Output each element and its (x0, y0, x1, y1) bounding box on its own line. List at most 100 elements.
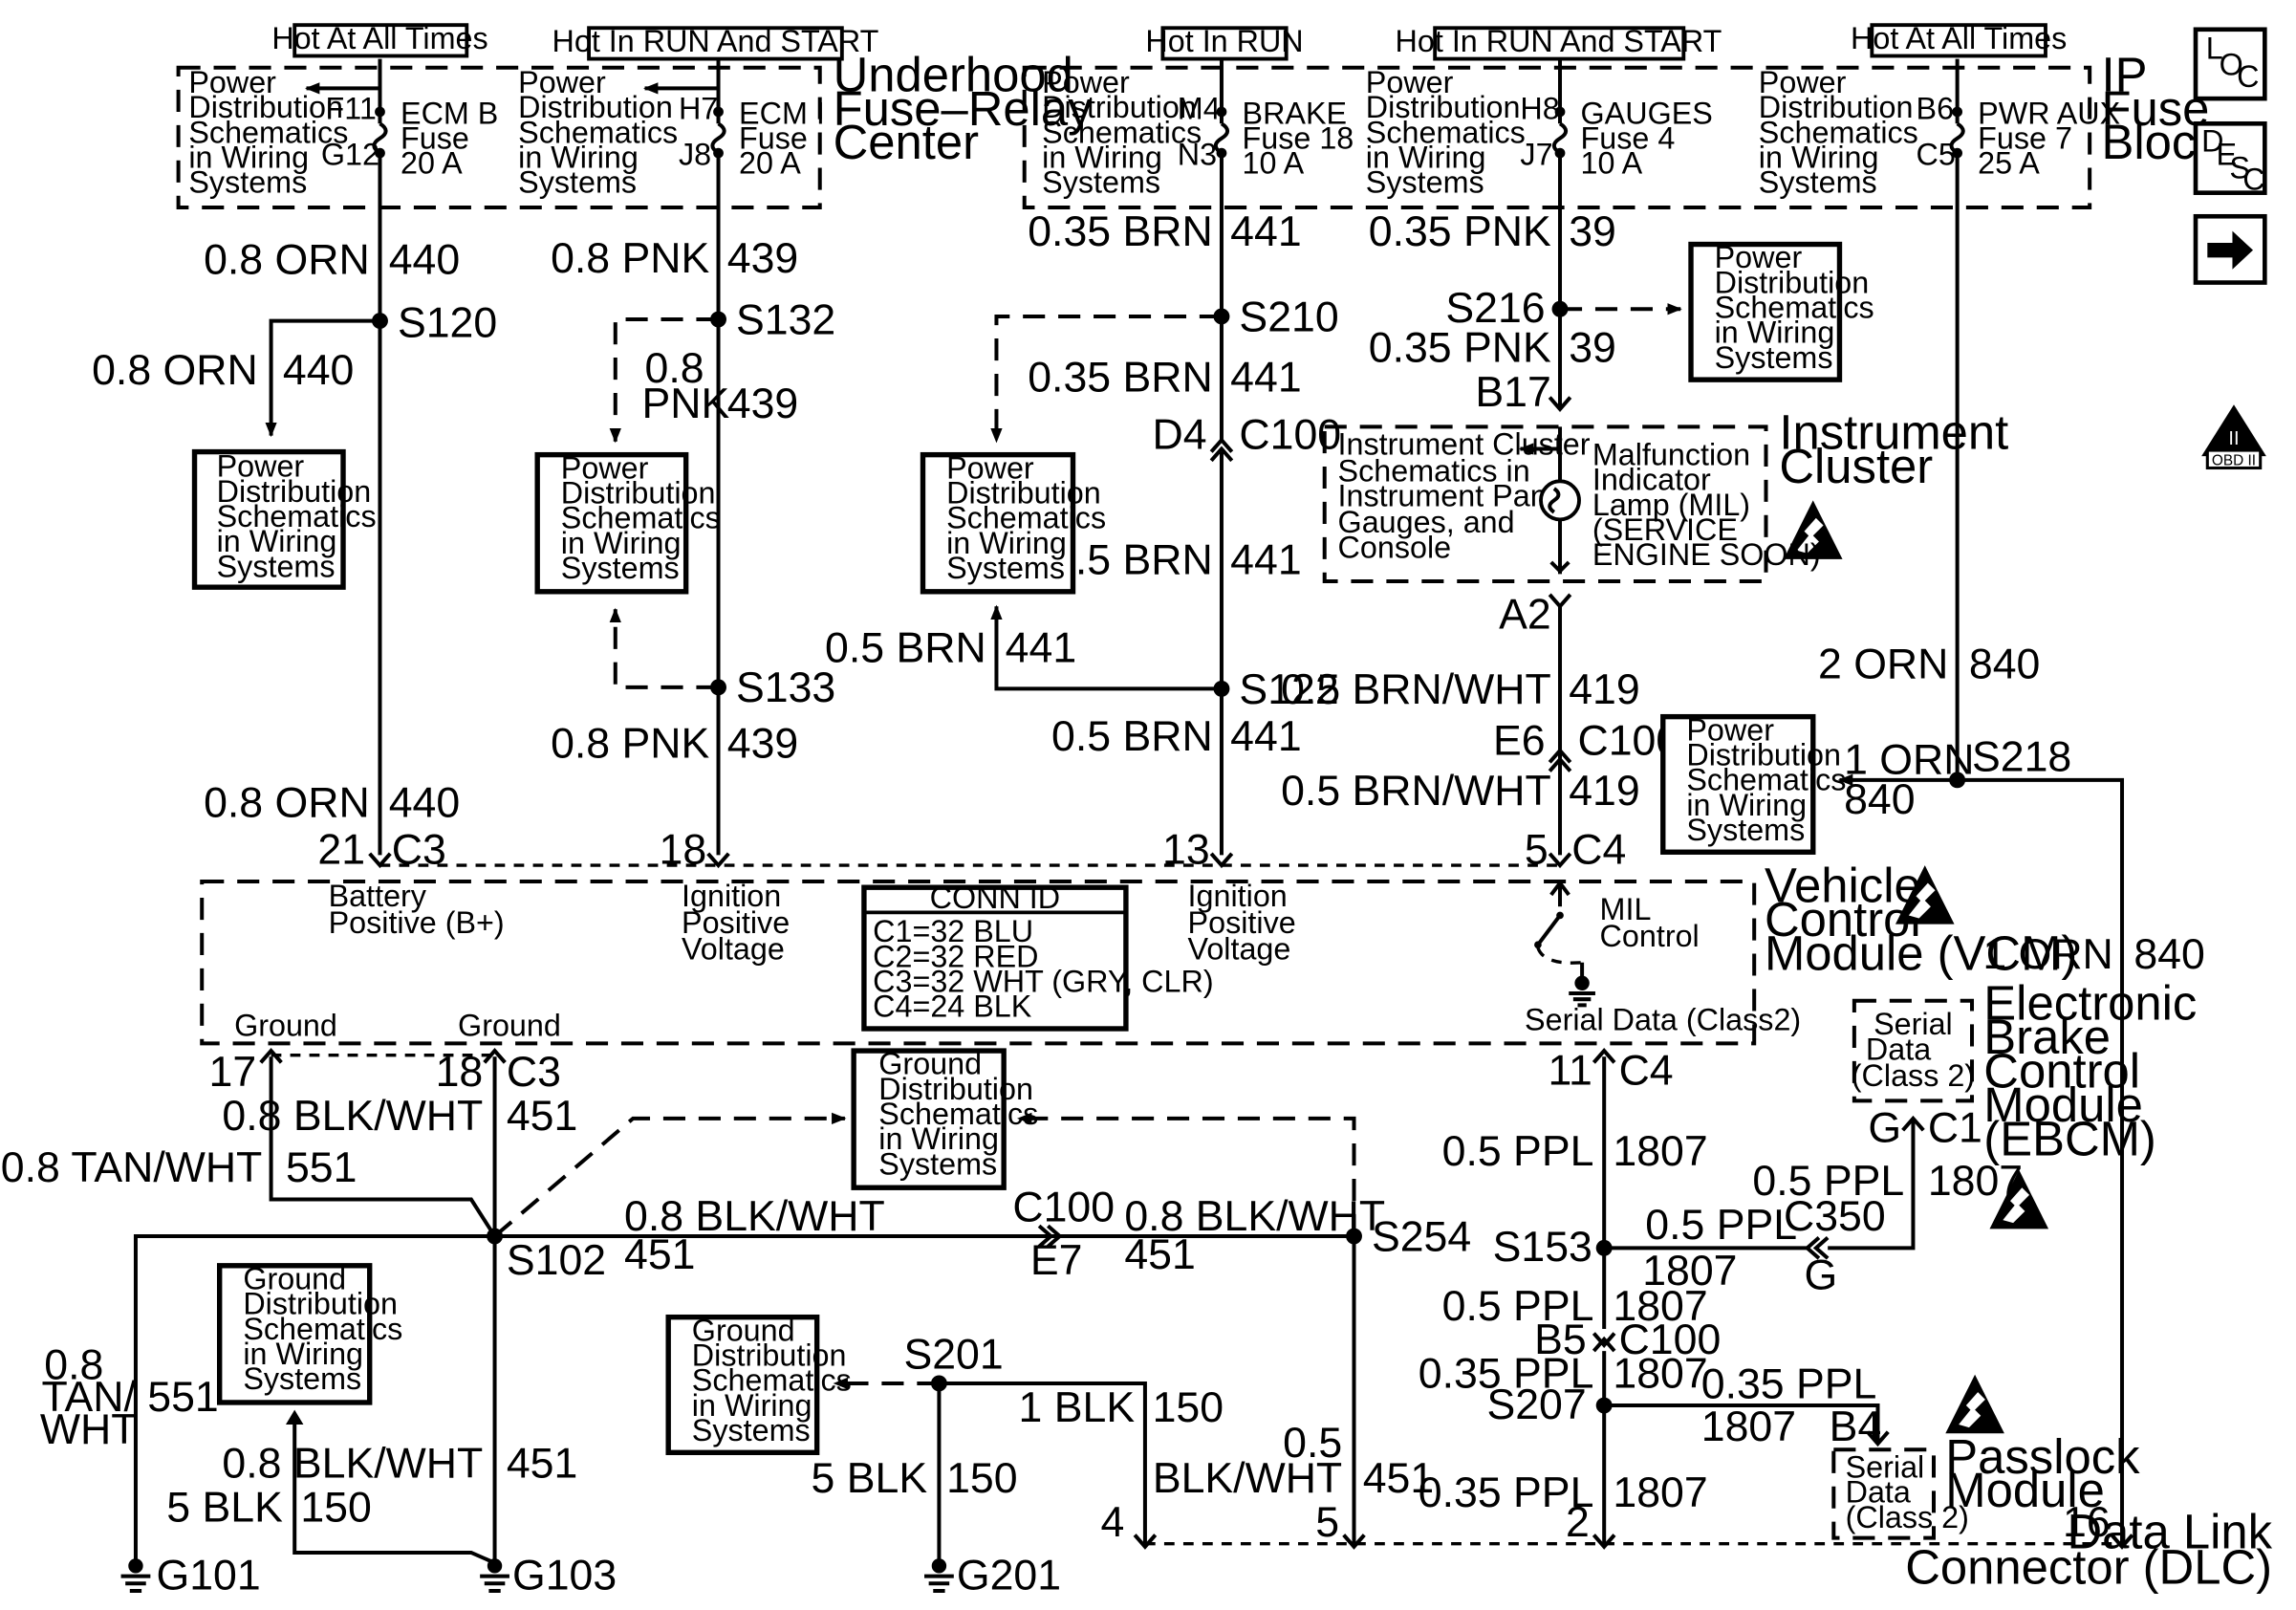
svg-text:441: 441 (1230, 208, 1301, 255)
splice-s102-label: S102 (507, 1237, 606, 1284)
svg-text:C1: C1 (1928, 1105, 1982, 1152)
svg-text:in Wiring: in Wiring (518, 140, 639, 174)
svg-text:N3: N3 (1178, 137, 1217, 171)
svg-text:BRAKE: BRAKE (1243, 96, 1348, 130)
svg-text:Systems: Systems (1042, 165, 1160, 200)
svg-text:Serial: Serial (1846, 1449, 1925, 1484)
svg-text:451: 451 (1363, 1455, 1434, 1502)
splice-s122-label: S122 (1239, 666, 1338, 713)
svg-text:Console: Console (1338, 530, 1452, 564)
ip-fuse-block (1022, 65, 2092, 210)
svg-text:451: 451 (507, 1093, 577, 1140)
circuit-840: 2 ORN 840 S218 1 ORN 840 1 ORN 840 (1818, 153, 2205, 1544)
circuit-451: 0.8 BLK/WHT 451 S102 0.8 BLK/WHT 451 C10… (222, 1056, 1471, 1563)
svg-text:0.35 PPL: 0.35 PPL (1701, 1360, 1877, 1407)
svg-text:11: 11 (1549, 1047, 1592, 1094)
svg-text:Indicator: Indicator (1592, 463, 1711, 497)
svg-text:25 A: 25 A (1978, 146, 2040, 181)
svg-text:1807: 1807 (1613, 1283, 1707, 1330)
svg-text:PNK: PNK (641, 381, 729, 427)
svg-text:0.35 BRN: 0.35 BRN (1028, 354, 1212, 401)
svg-text:1 ORN: 1 ORN (1844, 737, 1974, 784)
svg-text:0.8 BLK/WHT: 0.8 BLK/WHT (624, 1193, 885, 1240)
svg-text:Brake: Brake (1983, 1010, 2111, 1064)
svg-text:in Wiring: in Wiring (878, 1121, 999, 1156)
svg-text:Distribution: Distribution (692, 1338, 847, 1372)
svg-text:in Wiring: in Wiring (188, 140, 309, 174)
svg-text:in Wiring: in Wiring (561, 526, 682, 560)
svg-text:Voltage: Voltage (1188, 932, 1291, 967)
passlock-title: Passlock Module (1945, 1429, 2140, 1517)
svg-text:18: 18 (660, 827, 707, 874)
svg-text:840: 840 (2134, 931, 2204, 978)
svg-text:Systems: Systems (188, 165, 307, 200)
next-arrow-icon[interactable] (2193, 213, 2267, 285)
circuit-441: 0.35 BRN 441 S210 0.35 BRN 441 D4 C100 0… (825, 153, 1341, 856)
passlock-serial-box (1831, 1447, 1936, 1540)
svg-text:G201: G201 (957, 1552, 1061, 1599)
svg-text:in Wiring: in Wiring (1715, 315, 1835, 350)
svg-text:Distribution: Distribution (561, 475, 716, 510)
ground-g201: G201 (924, 1552, 1061, 1599)
svg-text:Power: Power (1366, 65, 1454, 99)
svg-text:Schematics: Schematics (243, 1312, 402, 1346)
svg-text:Schematics: Schematics (692, 1363, 852, 1398)
svg-text:13: 13 (1162, 827, 1210, 874)
svg-text:F11: F11 (326, 92, 377, 126)
splice-s254-label: S254 (1372, 1213, 1471, 1260)
ip-pds-ref-3: Power Distribution Schematics in Wiring … (1759, 65, 1918, 200)
pds-box-840: Power Distribution Schematics in Wiring … (1660, 712, 1846, 855)
svg-text:1807: 1807 (1642, 1248, 1737, 1295)
svg-text:Schematics in: Schematics in (1338, 453, 1530, 488)
svg-text:H7: H7 (679, 92, 718, 126)
svg-text:in Wiring: in Wiring (217, 524, 337, 558)
svg-text:(SERVICE: (SERVICE (1592, 512, 1738, 547)
svg-text:Ground: Ground (692, 1313, 795, 1347)
svg-text:840: 840 (1969, 642, 2040, 688)
svg-text:Control: Control (1600, 919, 1700, 953)
svg-text:0.35 BRN: 0.35 BRN (1028, 208, 1212, 255)
svg-text:0.8 BLK/WHT: 0.8 BLK/WHT (1124, 1193, 1385, 1240)
svg-text:0.5 BRN: 0.5 BRN (1051, 713, 1213, 760)
underhood-title-line-3: Center (834, 115, 980, 169)
svg-text:Schematics: Schematics (1715, 290, 1874, 324)
ground-g103: G103 (480, 1552, 617, 1599)
svg-text:Systems: Systems (561, 551, 680, 585)
svg-text:0.8 PNK: 0.8 PNK (551, 721, 709, 768)
svg-text:II: II (2228, 428, 2239, 449)
svg-text:Systems: Systems (878, 1146, 997, 1181)
svg-text:Systems: Systems (518, 165, 637, 200)
circuit-150-g103: 5 BLK 150 (166, 1409, 496, 1565)
svg-text:C4: C4 (1619, 1047, 1674, 1094)
svg-text:Malfunction: Malfunction (1592, 437, 1750, 471)
desc-icon[interactable]: D E S C (2193, 120, 2267, 197)
vcm-ignition-label-2: Ignition Positive Voltage (1188, 879, 1296, 966)
svg-text:439: 439 (727, 381, 798, 427)
svg-text:G: G (1868, 1105, 1901, 1152)
svg-text:Power: Power (561, 450, 649, 485)
svg-text:Power: Power (188, 65, 276, 99)
svg-text:Distribution: Distribution (1366, 90, 1521, 124)
svg-text:Ignition: Ignition (1188, 879, 1288, 913)
vcm-battery-label: Battery Positive (B+) (329, 879, 505, 940)
svg-text:551: 551 (286, 1144, 357, 1191)
svg-text:Systems: Systems (1366, 165, 1484, 200)
svg-text:C1=32 BLU: C1=32 BLU (873, 914, 1033, 948)
svg-text:in Wiring: in Wiring (1759, 140, 1879, 174)
fuse-brake: M4 N3 BRAKE Fuse 18 10 A (1178, 58, 1354, 181)
svg-text:C3: C3 (507, 1049, 561, 1096)
svg-text:Distribution: Distribution (1686, 737, 1841, 772)
loc-icon[interactable]: L O C (2193, 27, 2267, 101)
vcm-title-1: Vehicle (1765, 859, 1921, 913)
svg-text:Power: Power (1759, 65, 1847, 99)
svg-text:C100: C100 (1619, 1316, 1722, 1363)
vcm-ignition-label-1: Ignition Positive Voltage (682, 879, 790, 966)
underhood-fuse-box (176, 65, 822, 210)
svg-text:440: 440 (283, 347, 354, 394)
svg-text:Positive: Positive (682, 905, 790, 940)
svg-text:0.35 PNK: 0.35 PNK (1369, 325, 1551, 372)
splice-s153-label: S153 (1493, 1224, 1592, 1271)
svg-text:439: 439 (727, 721, 798, 768)
svg-text:Hot At All Times: Hot At All Times (271, 21, 487, 55)
svg-text:441: 441 (1230, 354, 1301, 401)
